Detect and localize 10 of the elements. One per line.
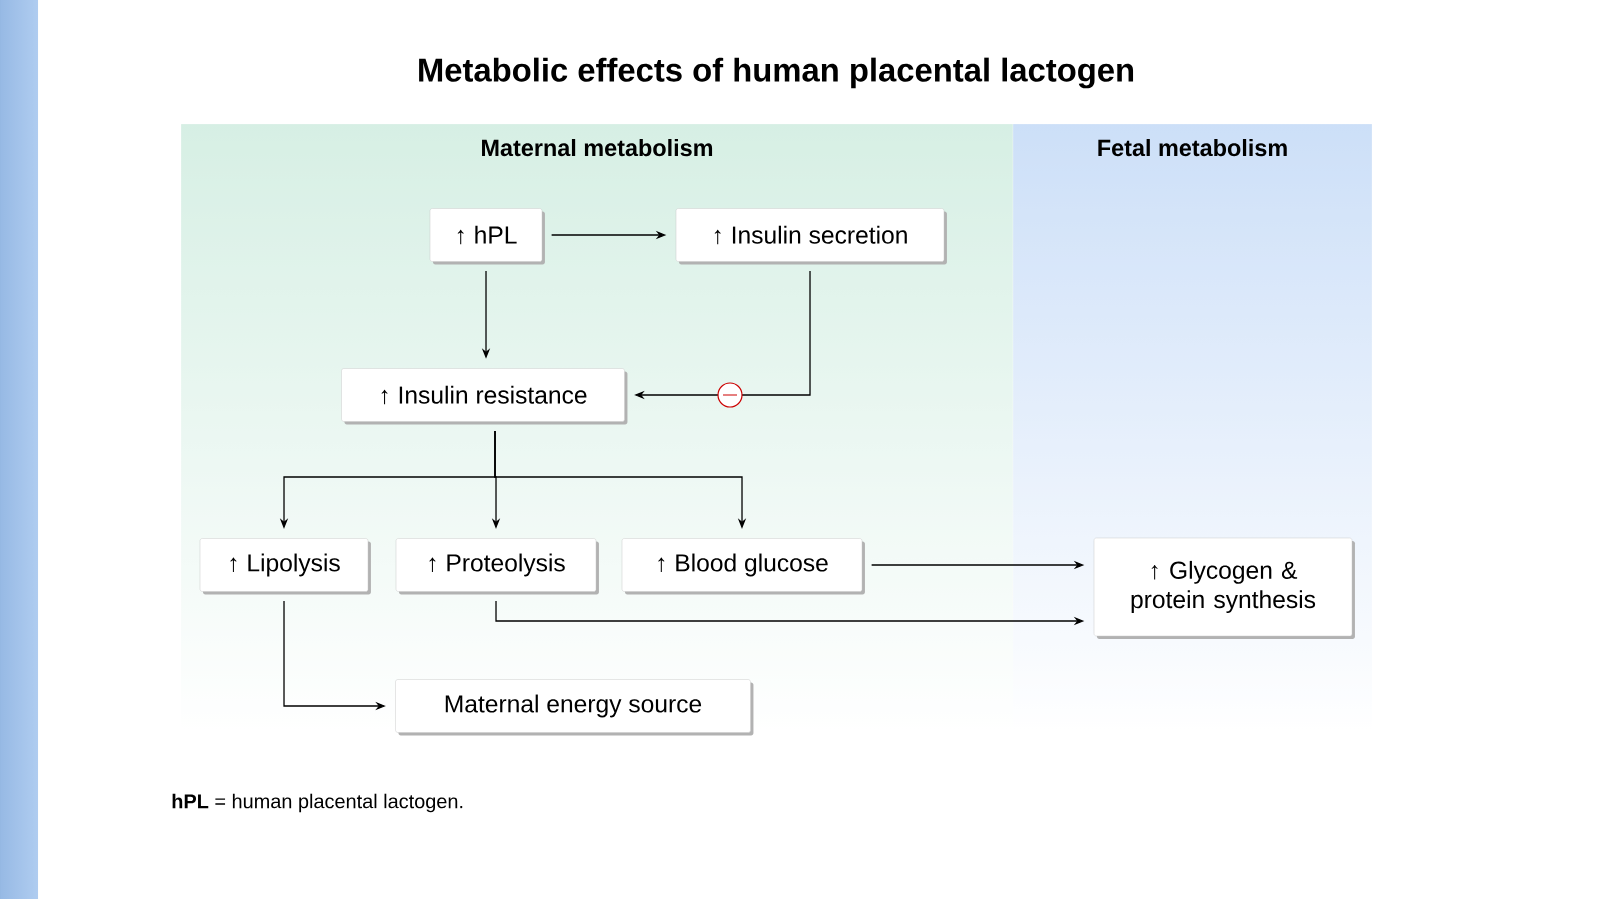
process-box: ↑ Insulin secretion — [675, 208, 947, 265]
title: Metabolic effects of human placental lactogen — [419, 57, 1134, 89]
process-box: ↑ Insulin resistance — [341, 368, 628, 425]
process-box: ↑ Glycogen & protein synthesis — [1093, 537, 1355, 639]
process-box: ↑ Blood glucose — [621, 538, 865, 595]
process-box: ↑ Proteolysis — [395, 538, 599, 595]
process-box: ↑ hPL — [429, 208, 545, 265]
process-box: ↑ Lipolysis — [199, 538, 371, 595]
caption: hPL = human placental lactogen. — [172, 793, 463, 813]
process-box: Maternal energy source — [395, 679, 754, 736]
